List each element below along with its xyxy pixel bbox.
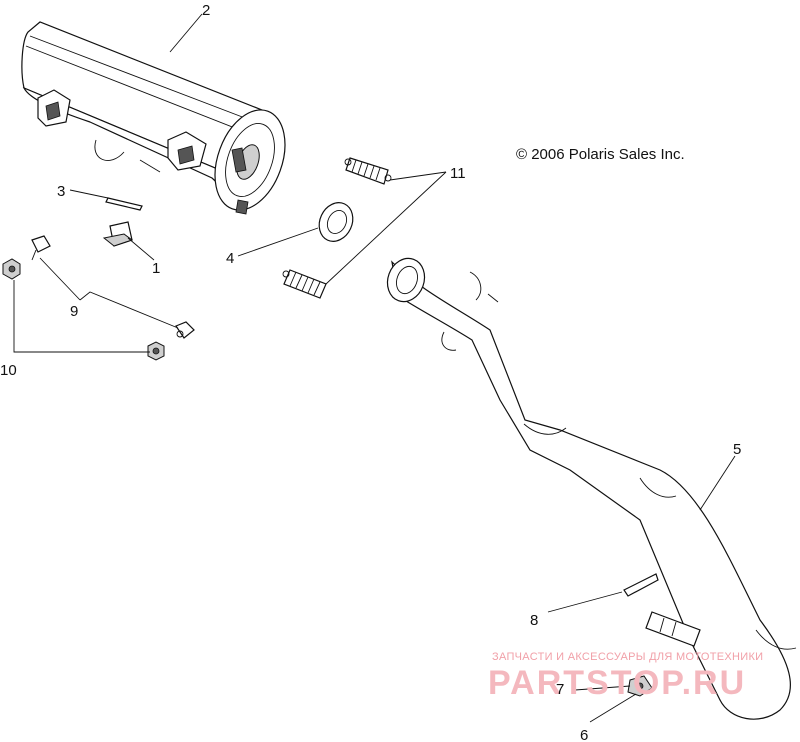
- clamp-part-6: [627, 675, 653, 697]
- watermark-brand: PARTSTOP.RU: [488, 664, 746, 702]
- callout-3: 3: [57, 183, 65, 200]
- watermark-tagline: ЗАПЧАСТИ И АКСЕССУАРЫ ДЛЯ МОТОТЕХНИКИ: [492, 651, 763, 663]
- gasket-part-4: [318, 202, 354, 242]
- callout-4: 4: [226, 250, 234, 267]
- callout-7: 7: [556, 681, 564, 698]
- head-pipe-part-5: [386, 257, 797, 720]
- muffler-part-2: [21, 21, 286, 215]
- callout-2: 2: [202, 2, 210, 19]
- spring-part-11-upper: [344, 157, 392, 185]
- grommet-part-1: [102, 221, 134, 247]
- pin-part-3: [105, 197, 143, 211]
- nut-part-10-right: [147, 341, 165, 361]
- callout-9: 9: [70, 303, 78, 320]
- leader-lines: [13, 13, 736, 723]
- callout-5: 5: [733, 441, 741, 458]
- watermark: ЗАПЧАСТИ И АКСЕССУАРЫ ДЛЯ МОТОТЕХНИКИ PA…: [488, 651, 763, 702]
- callout-11: 11: [450, 165, 466, 182]
- nut-part-10-left: [2, 258, 21, 280]
- bolt-part-9-right: [175, 321, 195, 339]
- callout-8: 8: [530, 612, 538, 629]
- callout-6: 6: [580, 727, 588, 742]
- tab-part-8: [623, 573, 659, 597]
- callout-1: 1: [152, 260, 160, 277]
- spring-part-11-lower: [282, 269, 327, 299]
- bolt-part-9-left: [31, 235, 51, 261]
- copyright-notice: © 2006 Polaris Sales Inc.: [516, 146, 685, 163]
- callout-10: 10: [0, 362, 17, 379]
